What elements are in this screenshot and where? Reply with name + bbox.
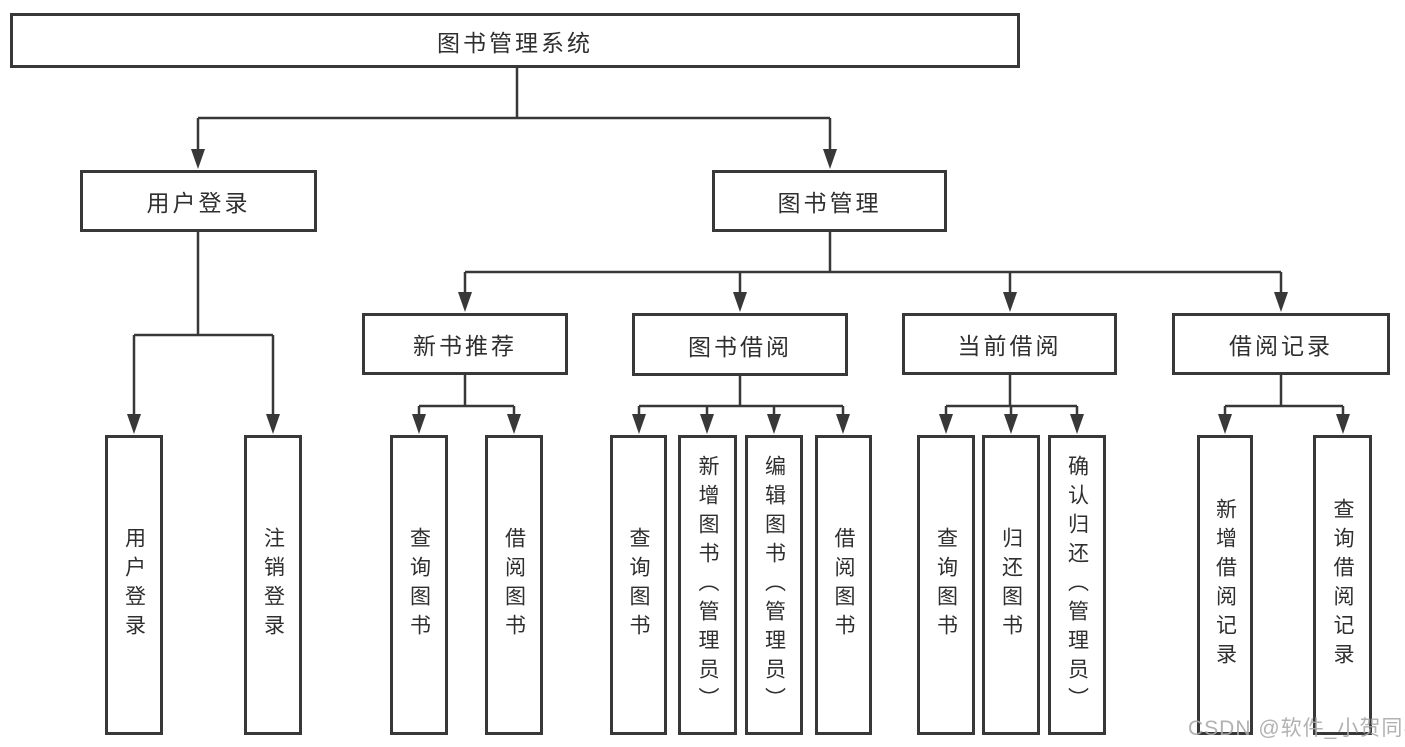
- csdn-watermark: CSDN @软件_小贺同学: [1188, 717, 1405, 740]
- leaf-add-borrow-record: 新增借阅记录: [1197, 435, 1253, 735]
- leaf-add-book-admin: 新增图书（管理员）: [678, 435, 737, 735]
- leaf-return-books: 归还图书: [982, 435, 1040, 735]
- leaf-label: 注销登录: [261, 527, 285, 643]
- leaf-label: 查询图书: [407, 527, 431, 643]
- leaf-borrow-books: 借阅图书: [815, 435, 872, 735]
- leaf-query-books-borrow: 查询图书: [610, 435, 667, 735]
- leaf-label: 查询借阅记录: [1331, 498, 1354, 672]
- leaf-query-books-recommend: 查询图书: [390, 435, 448, 735]
- leaf-label: 新增图书（管理员）: [696, 454, 719, 716]
- leaf-label: 确认归还（管理员）: [1065, 454, 1089, 716]
- leaf-label: 借阅图书: [502, 527, 526, 643]
- node-root: 图书管理系统: [10, 13, 1020, 68]
- leaf-borrow-books-recommend: 借阅图书: [485, 435, 543, 735]
- leaf-label: 查询图书: [627, 527, 650, 643]
- arrowheads: [127, 149, 1350, 434]
- leaf-label: 借阅图书: [832, 527, 855, 643]
- leaf-label: 查询图书: [934, 527, 958, 643]
- node-borrow-records: 借阅记录: [1172, 313, 1390, 375]
- leaf-confirm-return-admin: 确认归还（管理员）: [1048, 435, 1106, 735]
- leaf-edit-book-admin: 编辑图书（管理员）: [745, 435, 803, 735]
- leaf-user-login: 用户登录: [105, 435, 163, 735]
- leaf-label: 编辑图书（管理员）: [762, 454, 786, 716]
- leaf-label: 归还图书: [999, 527, 1023, 643]
- leaf-label: 用户登录: [122, 527, 146, 643]
- node-book-borrow: 图书借阅: [632, 313, 848, 376]
- leaf-query-books-current: 查询图书: [917, 435, 975, 735]
- leaf-query-borrow-record: 查询借阅记录: [1313, 435, 1372, 735]
- node-current-borrow: 当前借阅: [902, 313, 1117, 375]
- node-new-book-recommend: 新书推荐: [362, 313, 568, 375]
- leaf-label: 新增借阅记录: [1213, 498, 1237, 672]
- node-user-login: 用户登录: [80, 170, 317, 232]
- node-book-management: 图书管理: [712, 170, 947, 232]
- leaf-logout: 注销登录: [244, 435, 302, 735]
